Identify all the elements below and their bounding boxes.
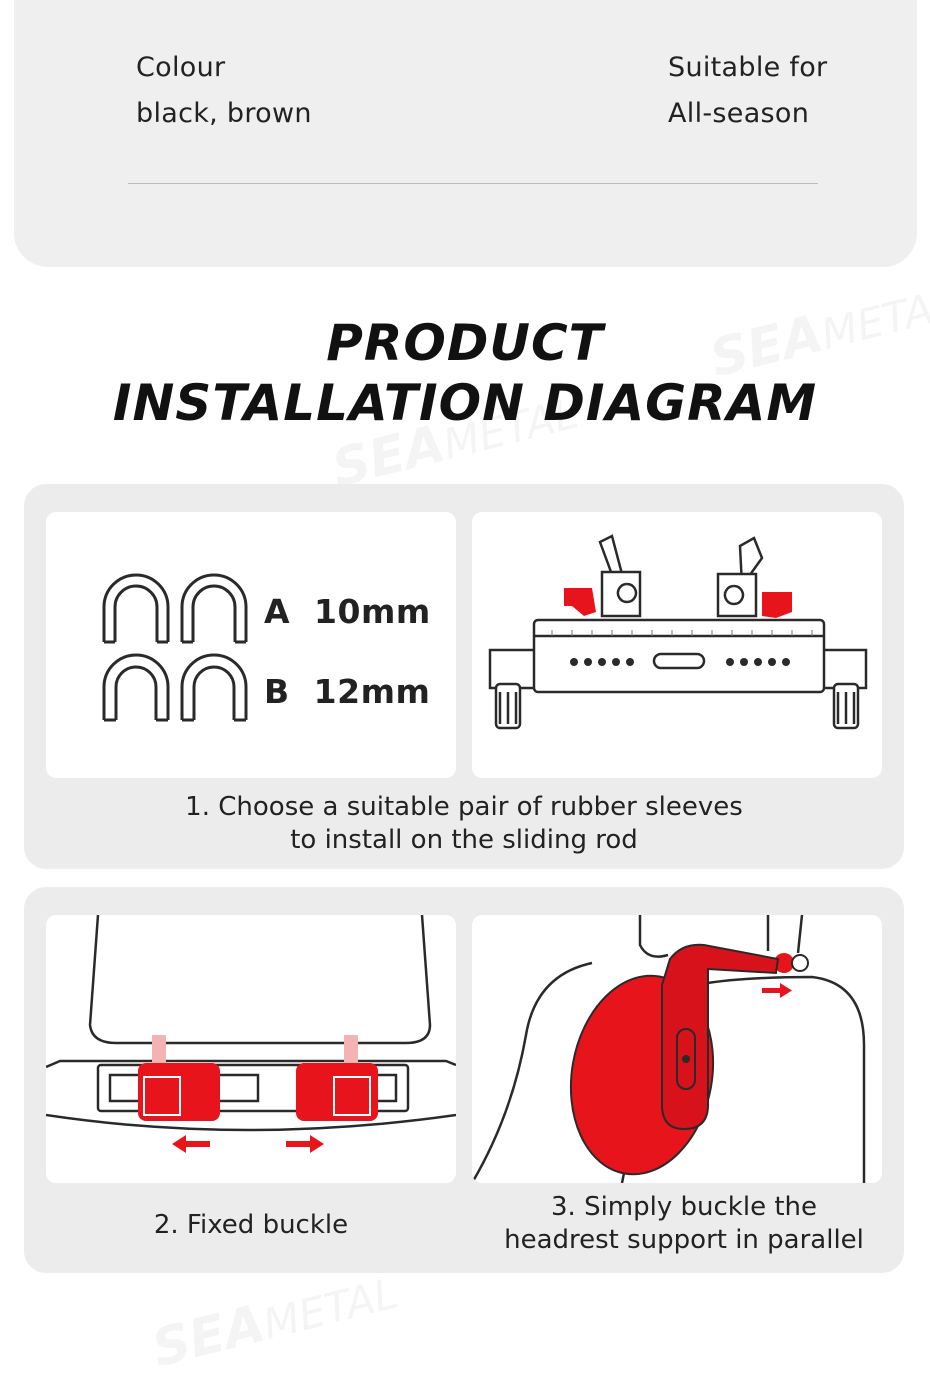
step2-caption: 2. Fixed buckle [153, 1210, 349, 1240]
sleeves-panel: A 10mm B 12mm [46, 512, 456, 778]
suitable-value: All-season [668, 98, 810, 129]
fixed-buckle-illustration [46, 915, 456, 1153]
pin-icon [774, 953, 809, 973]
red-buckle-right [296, 1063, 378, 1121]
rubber-sleeve-a [102, 573, 248, 644]
colour-label: Colour [136, 52, 226, 83]
fixed-buckle-panel [46, 915, 456, 1183]
suitable-label: Suitable for [668, 52, 828, 83]
sliding-rod-panel [472, 512, 882, 778]
step-card-2: 2. Fixed buckle 3. Simply buckle the hea… [24, 887, 904, 1273]
spec-divider [128, 183, 818, 184]
colour-spec: Colour black, brown [136, 45, 312, 137]
arrow-right-icon [286, 1135, 324, 1153]
headrest-support-panel [472, 915, 882, 1183]
sliding-rod-illustration [488, 534, 868, 730]
sleeve-a-label: A 10mm [264, 592, 431, 631]
page-title-line1: PRODUCT [326, 314, 604, 372]
suitable-spec: Suitable for All-season [668, 45, 827, 137]
red-sleeve-left [564, 588, 596, 616]
rubber-sleeve-b [102, 653, 248, 722]
red-headrest-support [569, 943, 780, 1176]
red-buckle-left [138, 1063, 220, 1121]
colour-value: black, brown [136, 98, 312, 129]
spec-card [14, 0, 917, 267]
arrow-right-icon [762, 983, 792, 998]
headrest-support-illustration [472, 915, 866, 1183]
sleeve-illustration [102, 573, 248, 722]
sleeve-b-label: B 12mm [264, 672, 431, 711]
watermark: SEAMETAL [146, 1261, 403, 1379]
arrow-left-icon [172, 1135, 210, 1153]
step3-caption: 3. Simply buckle the headrest support in… [504, 1192, 864, 1255]
red-sleeve-right [762, 592, 792, 618]
step-card-1: A 10mm B 12mm [24, 484, 904, 869]
page-title-line2: INSTALLATION DIAGRAM [112, 374, 818, 432]
step1-caption: 1. Choose a suitable pair of rubber slee… [185, 792, 743, 855]
